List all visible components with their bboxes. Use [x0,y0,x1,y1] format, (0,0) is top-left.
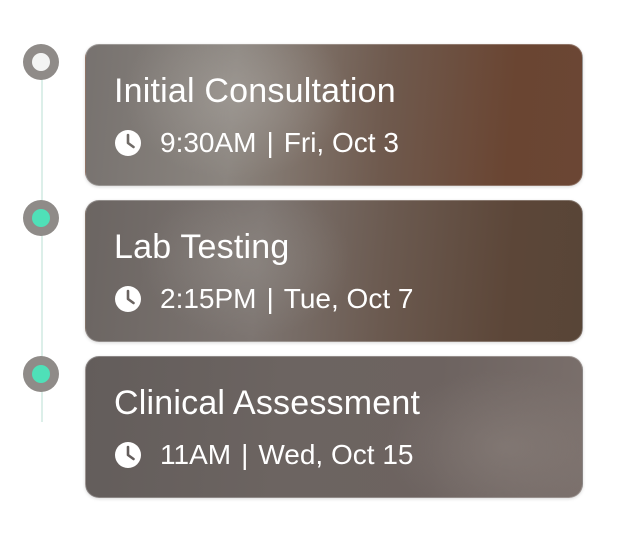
meta-separator: | [241,439,249,470]
appointment-title: Clinical Assessment [114,384,421,422]
timeline-marker-upcoming [23,200,59,236]
meta-separator: | [266,127,274,158]
timeline-marker-completed [23,44,59,80]
appointment-meta: 9:30AM | Fri, Oct 3 [114,127,582,159]
appointment-meta: 2:15PM | Tue, Oct 7 [114,283,582,315]
timeline-rail [41,64,43,422]
appointment-time: 11AM [160,439,232,470]
appointment-title: Lab Testing [114,228,290,266]
clock-icon [115,286,141,312]
appointment-card[interactable]: Clinical Assessment 11AM | Wed, Oct 15 [85,356,583,498]
meta-separator: | [266,283,274,314]
timeline-marker-core [32,53,50,71]
appointment-meta: 11AM | Wed, Oct 15 [114,439,582,471]
timeline-marker-core [32,209,50,227]
appointment-date: Tue, Oct 7 [283,283,414,314]
appointment-card[interactable]: Initial Consultation 9:30AM | Fri, Oct 3 [85,44,583,186]
appointment-date: Fri, Oct 3 [283,127,399,158]
timeline-marker-upcoming [23,356,59,392]
clock-icon [115,442,141,468]
timeline-marker-core [32,365,50,383]
appointment-date: Wed, Oct 15 [258,439,414,470]
appointment-card[interactable]: Lab Testing 2:15PM | Tue, Oct 7 [85,200,583,342]
appointment-title: Initial Consultation [114,72,396,110]
appointment-time: 2:15PM [160,283,257,314]
appointment-time: 9:30AM [160,127,257,158]
clock-icon [115,130,141,156]
